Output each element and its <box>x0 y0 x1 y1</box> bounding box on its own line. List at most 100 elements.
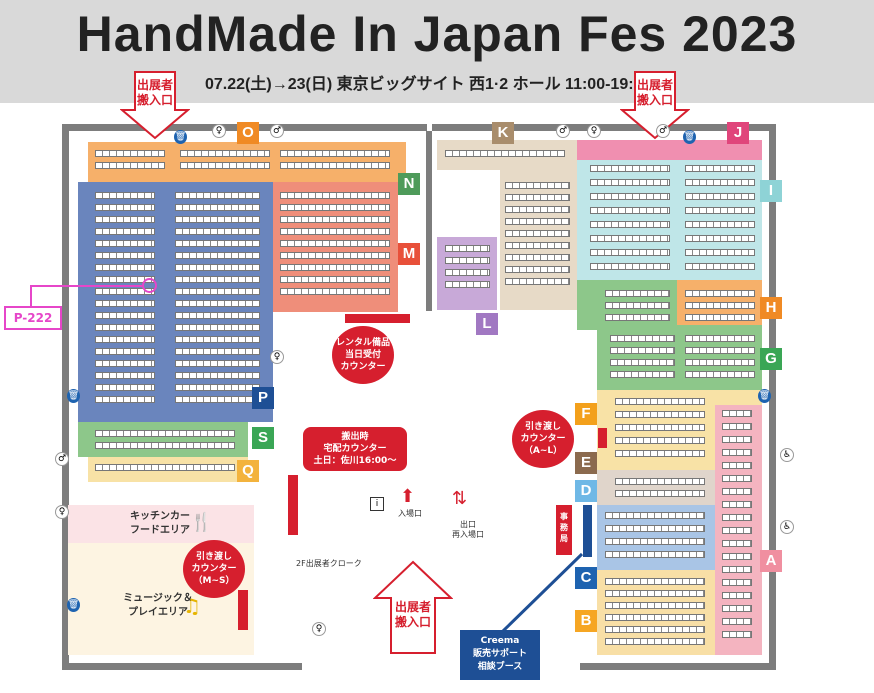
zone-tag-c: C <box>575 567 597 589</box>
booth-table-row <box>685 347 755 354</box>
booth-table-row <box>605 602 705 609</box>
booth-table-row <box>610 347 675 354</box>
booth-table-row <box>685 193 755 200</box>
booth-table-row <box>445 150 565 157</box>
booth-table-row <box>615 490 705 497</box>
booth-table-row <box>280 252 390 259</box>
booth-table-row <box>175 264 260 271</box>
booth-table-row <box>590 207 670 214</box>
booth-table-row <box>505 266 570 273</box>
zone-tag-i: I <box>760 180 782 202</box>
booth-table-row <box>685 314 755 321</box>
booth-table-row <box>280 276 390 283</box>
restroom-icon: ♀ <box>270 350 284 364</box>
restroom-icon: ♀ <box>587 124 601 138</box>
booth-table-row <box>615 411 705 418</box>
booth-table-row <box>95 228 155 235</box>
booth-table-row <box>590 263 670 270</box>
zone-tag-j: J <box>727 122 749 144</box>
trash-bin-icon: 🗑 <box>67 389 80 403</box>
booth-table-row <box>280 216 390 223</box>
booth-table-row <box>590 193 670 200</box>
zone-tag-l: L <box>476 313 498 335</box>
booth-table-row <box>95 288 155 295</box>
booth-table-row <box>95 324 155 331</box>
booth-table-row <box>175 324 260 331</box>
booth-table-row <box>95 204 155 211</box>
entrance-bottom-label: 出展者 搬入口 <box>394 600 431 629</box>
booth-table-row <box>95 384 155 391</box>
booth-table-row <box>605 314 670 321</box>
booth-table-row <box>445 269 490 276</box>
handover-counter-right-label: 引き渡し カウンター （A~L） <box>512 410 574 468</box>
zone-tag-b: B <box>575 610 597 632</box>
booth-table-row <box>610 359 675 366</box>
accessible-restroom-icon: ♿ <box>780 448 794 462</box>
booth-table-row <box>95 252 155 259</box>
booth-table-row <box>175 360 260 367</box>
booth-table-row <box>722 423 752 430</box>
booth-table-row <box>685 263 755 270</box>
booth-table-row <box>280 204 390 211</box>
zone-tag-f: F <box>575 403 597 425</box>
entrance-right-label: 出展者 搬入口 <box>636 78 673 107</box>
booth-table-row <box>95 264 155 271</box>
zone-tag-p: P <box>252 387 274 409</box>
booth-table-row <box>605 626 705 633</box>
booth-table-row <box>95 300 155 307</box>
booth-table-row <box>175 204 260 211</box>
booth-table-row <box>175 384 260 391</box>
booth-table-row <box>605 638 705 645</box>
wall-left <box>62 124 69 670</box>
booth-table-row <box>175 348 260 355</box>
entrance-arrow-right <box>619 70 691 140</box>
booth-table-row <box>95 464 235 471</box>
booth-table-row <box>175 372 260 379</box>
booth-table-row <box>95 216 155 223</box>
office-booth: 事 務 局 <box>556 505 572 555</box>
zone-tag-o: O <box>237 122 259 144</box>
booth-table-row <box>175 312 260 319</box>
booth-table-row <box>445 245 490 252</box>
restroom-icon: ♂ <box>270 124 284 138</box>
booth-table-row <box>685 359 755 366</box>
entrance-left-label: 出展者 搬入口 <box>136 78 173 107</box>
music-area-label: ミュージック＆ プレイエリア <box>123 593 193 618</box>
booth-table-row <box>722 592 752 599</box>
entry-arrow-icon: ⬆ <box>400 486 416 507</box>
delivery-counter-bar <box>288 475 298 535</box>
booth-table-row <box>722 579 752 586</box>
restroom-icon: ♀ <box>212 124 226 138</box>
zone-tag-n: N <box>398 173 420 195</box>
booth-table-row <box>685 221 755 228</box>
booth-table-row <box>722 410 752 417</box>
trash-bin-icon: 🗑 <box>683 130 696 144</box>
event-subtitle: 07.22(土)→23(日) 東京ビッグサイト 西1·2 ホール 11:00-1… <box>205 76 652 93</box>
exit-arrows-icon: ⇅ <box>452 488 468 509</box>
zone-tag-k: K <box>492 122 514 144</box>
booth-table-row <box>180 162 270 169</box>
booth-table-row <box>175 252 260 259</box>
zone-j-area <box>577 140 762 160</box>
zone-tag-e: E <box>575 452 597 474</box>
booth-table-row <box>615 437 705 444</box>
exit-label: 出口 再入場口 <box>452 520 484 539</box>
booth-table-row <box>605 578 705 585</box>
zone-tag-m: M <box>398 243 420 265</box>
booth-table-row <box>280 192 390 199</box>
booth-marker-label: P-222 <box>4 306 62 330</box>
booth-table-row <box>590 249 670 256</box>
booth-table-row <box>95 430 235 437</box>
booth-table-row <box>95 396 155 403</box>
restroom-icon: ♀ <box>55 505 69 519</box>
creema-support-booth-label: Creema 販売サポート 相談ブース <box>460 630 540 680</box>
wall-right <box>769 124 776 670</box>
wall-bottom-right <box>580 663 776 670</box>
zone-tag-g: G <box>760 348 782 370</box>
booth-table-row <box>610 335 675 342</box>
booth-table-row <box>175 228 260 235</box>
booth-table-row <box>175 240 260 247</box>
booth-table-row <box>280 228 390 235</box>
trash-bin-icon: 🗑 <box>758 389 771 403</box>
booth-table-row <box>685 371 755 378</box>
